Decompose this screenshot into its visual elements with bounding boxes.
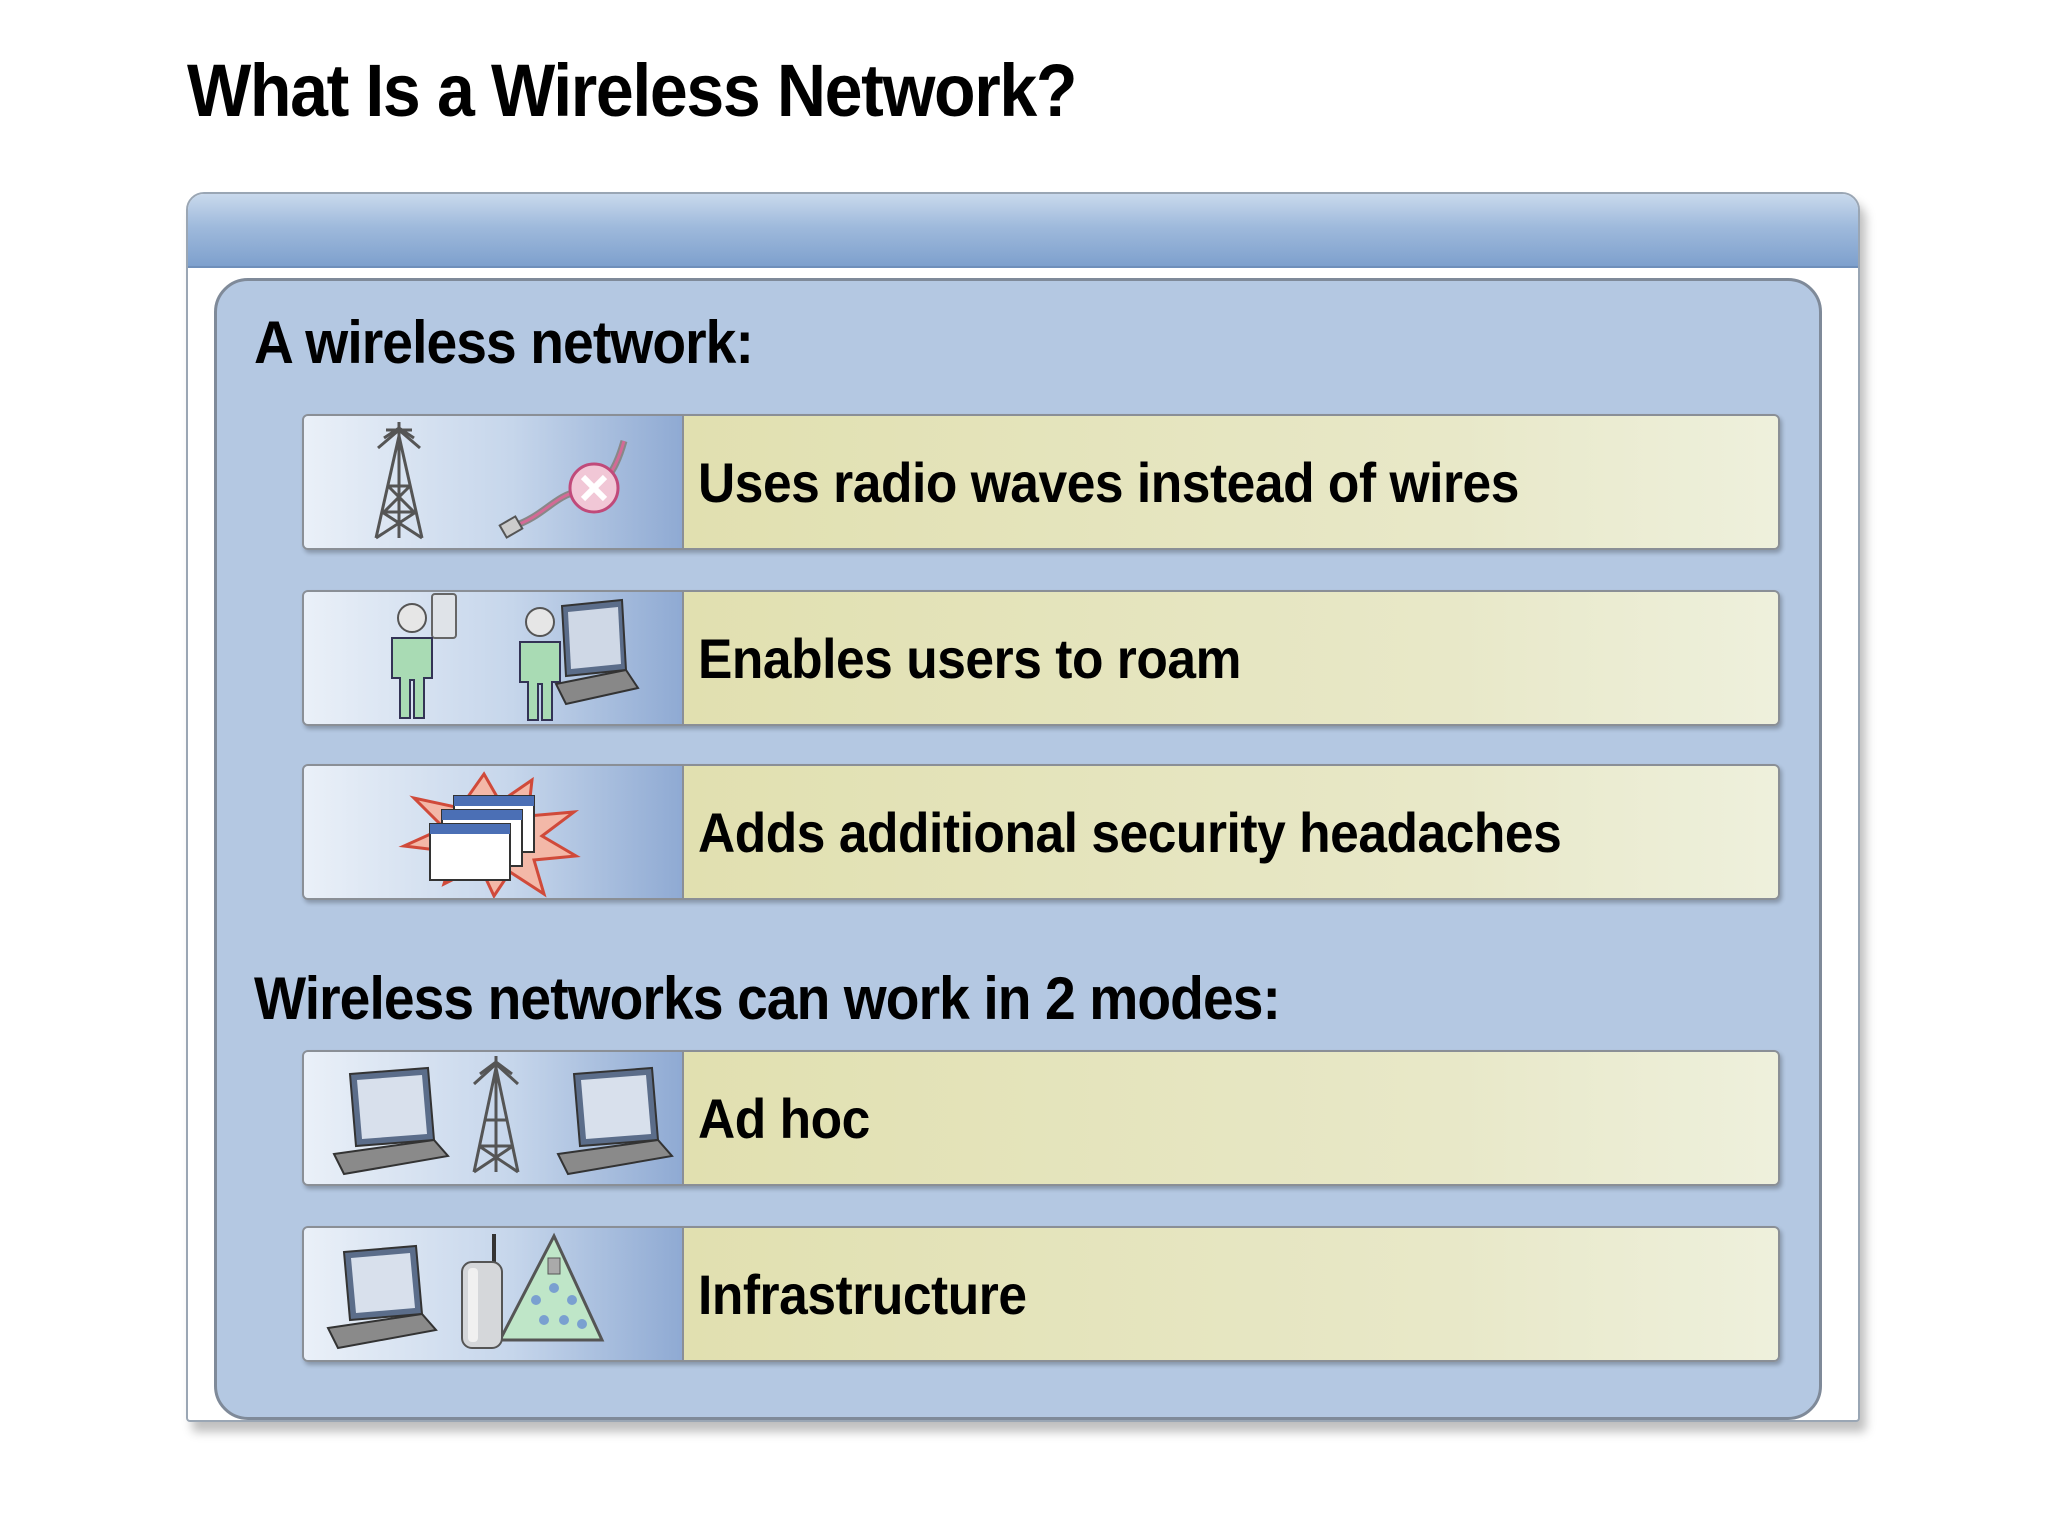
slide-title: What Is a Wireless Network?: [187, 49, 1077, 132]
item-label: Enables users to roam: [698, 626, 1241, 690]
row-icon-cell: [304, 1052, 684, 1184]
row-icon-cell: [304, 766, 684, 898]
row-text-cell: Adds additional security headaches: [684, 766, 1778, 898]
item-label: Adds additional security headaches: [698, 800, 1562, 864]
row-text-cell: Uses radio waves instead of wires: [684, 416, 1778, 548]
section-heading-modes: Wireless networks can work in 2 modes:: [254, 965, 1281, 1032]
row-text-cell: Enables users to roam: [684, 592, 1778, 724]
laptop-icon: [326, 1244, 438, 1350]
item-label: Ad hoc: [698, 1086, 870, 1150]
row-icon-cell: [304, 1228, 684, 1360]
access-point-icon: [461, 1234, 503, 1349]
row-icon-cell: [304, 416, 684, 548]
row-icon-cell: [304, 592, 684, 724]
list-item-ad-hoc: Ad hoc: [302, 1050, 1780, 1186]
radio-tower-icon: [374, 422, 424, 540]
item-label: Uses radio waves instead of wires: [698, 450, 1519, 514]
user-with-laptop-icon: [519, 598, 640, 721]
list-item-security: Adds additional security headaches: [302, 764, 1780, 900]
list-item-infrastructure: Infrastructure: [302, 1226, 1780, 1362]
laptop-icon: [332, 1066, 450, 1176]
unplugged-cable-icon: [498, 440, 628, 539]
item-label: Infrastructure: [698, 1262, 1027, 1326]
network-users-icon: [497, 1232, 605, 1342]
user-with-pda-icon: [391, 593, 457, 719]
row-text-cell: Infrastructure: [684, 1228, 1778, 1360]
list-item-roam: Enables users to roam: [302, 590, 1780, 726]
list-item-radio-waves: Uses radio waves instead of wires: [302, 414, 1780, 550]
section-heading-wireless-network: A wireless network:: [254, 309, 754, 376]
laptop-icon: [556, 1066, 674, 1176]
row-text-cell: Ad hoc: [684, 1052, 1778, 1184]
radio-tower-icon: [472, 1056, 520, 1174]
frame-header-bar: [188, 194, 1858, 268]
security-alert-windows-icon: [398, 771, 581, 898]
